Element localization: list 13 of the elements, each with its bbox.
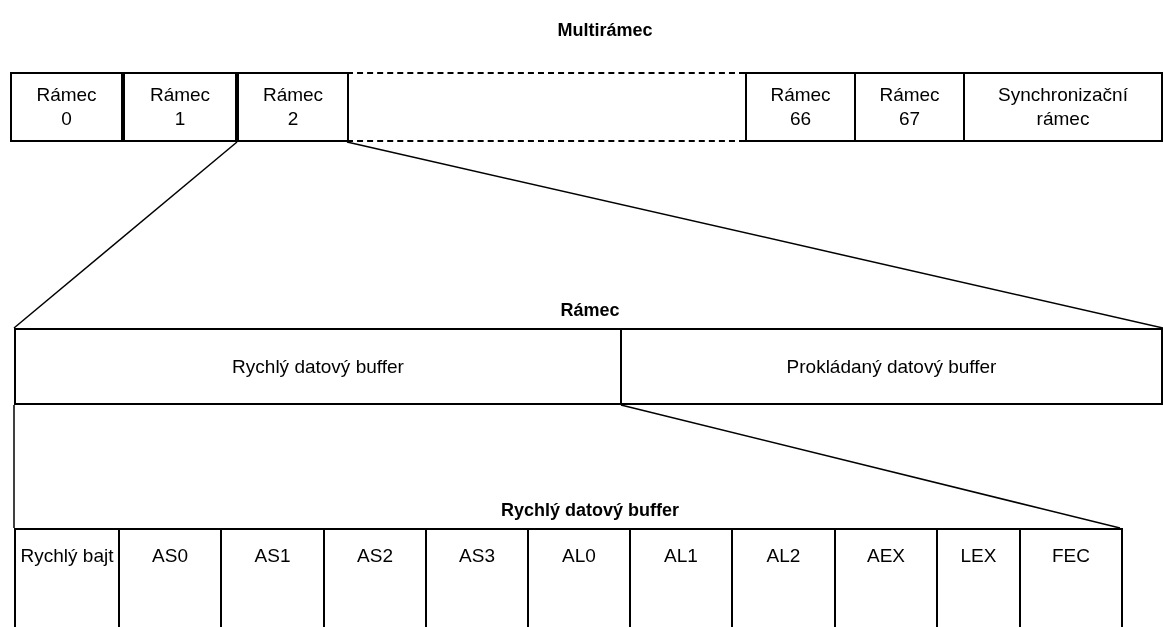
field-cell: FEC — [1019, 528, 1123, 627]
frame-box: Rámec 1 — [123, 72, 237, 142]
sync-frame-box: Synchronizační rámec — [963, 72, 1163, 142]
buffer-box: Rychlý datový buffer — [14, 328, 622, 405]
section-heading: Rychlý datový buffer — [501, 500, 679, 521]
buffer-box: Prokládaný datový buffer — [620, 328, 1163, 405]
frame-box: Rámec 2 — [237, 72, 349, 142]
byte-cell: Rychlý bajt — [14, 528, 120, 627]
section-heading: Rámec — [560, 300, 620, 321]
frame-box: Rámec 67 — [854, 72, 965, 142]
diagram-heading: Multirámec — [557, 20, 653, 41]
frame-box: Rámec 66 — [745, 72, 856, 142]
frame-box: Rámec 0 — [10, 72, 123, 142]
